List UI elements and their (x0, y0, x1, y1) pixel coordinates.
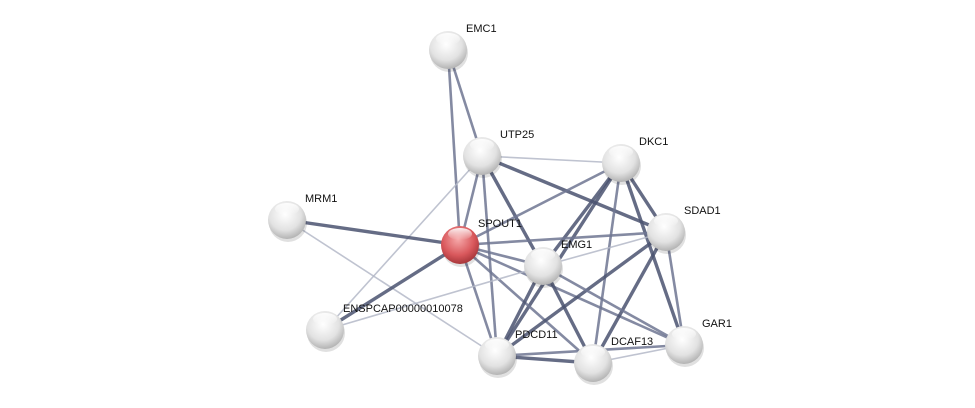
node-label: ENSPCAP00000010078 (343, 303, 463, 315)
edge-emc1-spout1[interactable] (446, 49, 462, 246)
node-dcaf13[interactable]: DCAF13 (574, 336, 653, 385)
node-label: UTP25 (500, 129, 534, 141)
node-label: EMC1 (466, 23, 497, 35)
node-label: EMG1 (561, 239, 592, 251)
node-spout1[interactable]: SPOUT1 (441, 218, 522, 267)
node-label: GAR1 (702, 318, 732, 330)
edge-utp25-dkc1[interactable] (481, 155, 622, 164)
edge-spout1-gar1[interactable] (459, 243, 685, 347)
edge-utp25-emg1[interactable] (480, 155, 545, 267)
node-gar1[interactable]: GAR1 (665, 318, 732, 367)
node-ensp[interactable]: ENSPCAP00000010078 (306, 303, 463, 352)
node-label: DKC1 (639, 136, 668, 148)
node-utp25[interactable]: UTP25 (463, 129, 534, 178)
edge-sdad1-gar1[interactable] (664, 231, 686, 346)
node-label: DCAF13 (611, 336, 653, 348)
node-sdad1[interactable]: SDAD1 (647, 205, 721, 254)
edge-spout1-pdcd11[interactable] (458, 244, 499, 357)
node-pdcd11[interactable]: PDCD11 (478, 329, 558, 378)
node-mrm1[interactable]: MRM1 (268, 193, 337, 242)
edge-mrm1-spout1[interactable] (286, 218, 461, 247)
node-emc1[interactable]: EMC1 (429, 23, 497, 72)
node-label: SDAD1 (684, 205, 721, 217)
node-dkc1[interactable]: DKC1 (602, 136, 668, 185)
edge-spout1-ensp[interactable] (324, 243, 461, 332)
node-label: MRM1 (305, 193, 337, 205)
edge-dkc1-spout1[interactable] (459, 161, 622, 247)
edge-spout1-sdad1[interactable] (459, 230, 667, 247)
edge-dkc1-dcaf13[interactable] (591, 162, 623, 364)
edge-sdad1-pdcd11[interactable] (495, 230, 668, 358)
edge-utp25-sdad1[interactable] (481, 154, 667, 234)
node-label: SPOUT1 (478, 218, 522, 230)
node-label: PDCD11 (515, 329, 558, 341)
edge-utp25-ensp[interactable] (324, 155, 483, 331)
edge-spout1-dcaf13[interactable] (459, 244, 594, 364)
edge-emg1-gar1[interactable] (542, 264, 685, 347)
node-emg1[interactable]: EMG1 (524, 239, 592, 288)
edge-sdad1-dcaf13[interactable] (591, 231, 668, 364)
edge-sdad1-emg1[interactable] (542, 231, 667, 267)
edge-emg1-ensp[interactable] (324, 265, 544, 331)
edge-utp25-pdcd11[interactable] (480, 155, 499, 357)
